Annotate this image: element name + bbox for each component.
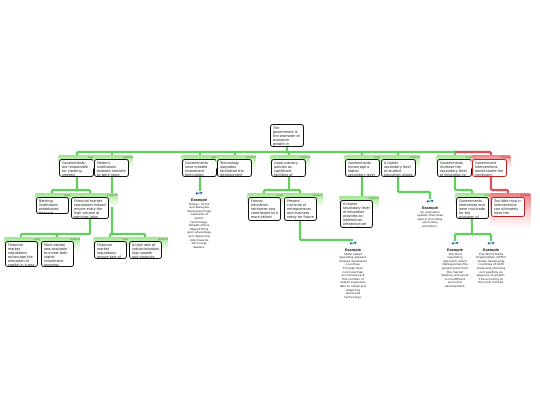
support-tag: support <box>374 156 384 159</box>
claim-text: Modern institutions enabled markets to w… <box>97 161 126 177</box>
claim-interventions[interactable]: Government interventions would tackle th… <box>472 159 507 177</box>
support-tag: support <box>34 238 44 241</box>
claim-industrialization[interactable]: A high rate of industrialization high gr… <box>129 241 162 259</box>
example-icon: ❝❞ <box>349 241 357 249</box>
claim-more-capital[interactable]: More capital was available to invest bot… <box>41 241 74 267</box>
claim-text: Financial market regulations encourage t… <box>8 243 35 267</box>
claim-text: Governments encourage a higher secondary… <box>348 161 375 177</box>
support-tag: support <box>123 238 133 241</box>
example-label: Example <box>482 248 500 252</box>
example-label: Example <box>421 206 439 210</box>
example-technology: ❝❞ Example Taiwan, China and Malaysia de… <box>186 191 212 249</box>
claim-technology-transfer[interactable]: Technology upgrades facilitated the deve… <box>217 159 252 177</box>
example-text: State based spending appears diverse dev… <box>339 251 367 299</box>
claim-text: A higher secondary level of education pr… <box>343 202 370 228</box>
example-label: Example <box>344 248 362 252</box>
claim-formal-education[interactable]: Formal education reinforces and contribu… <box>248 197 281 221</box>
claim-secondary-education[interactable]: Governments encourage a higher secondary… <box>345 159 380 177</box>
claim-intellectual-infrastructure[interactable]: A higher secondary level of education pr… <box>340 200 373 228</box>
claim-industry-policies[interactable]: Good industry policies as significant fa… <box>271 159 306 177</box>
claim-text: A higher secondary level of student educ… <box>384 161 413 177</box>
support-tag: support <box>70 238 80 241</box>
claim-text: Governments are responsible for creating… <box>62 161 88 177</box>
support-tag: support <box>88 156 98 159</box>
claim-text: Formal education reinforces and contribu… <box>251 199 278 221</box>
claim-too-little-trust[interactable]: Too little trust in interventions can ul… <box>491 197 525 217</box>
claim-text: Good industry policies as significant fa… <box>274 161 298 177</box>
claim-higher-secondary[interactable]: A higher secondary level of student educ… <box>381 159 416 177</box>
oppose-tag: oppose <box>520 194 530 197</box>
support-tag: support <box>485 194 495 197</box>
claim-text: Governments intervened and were mid-trad… <box>459 199 486 219</box>
support-tag: support <box>369 197 379 200</box>
claim-text: Banking institutions established financi… <box>39 199 59 214</box>
claim-text: Governments have created investment tech… <box>185 161 208 177</box>
claim-financial-regulations[interactable]: Financial market regulations helped ensu… <box>71 197 109 219</box>
support-tag: support <box>300 156 310 159</box>
claim-technology-upgrades[interactable]: Governments have created investment tech… <box>182 159 217 177</box>
claim-financial-sale[interactable]: Financial market regulations ensure sale… <box>94 241 127 259</box>
example-icon: ❝❞ <box>451 241 459 249</box>
claim-text: Financial market regulations ensure sale… <box>97 243 121 259</box>
example-wto: ❝❞ Example The World Trade Organization … <box>476 241 506 285</box>
claim-text: Government interventions would tackle th… <box>475 161 504 177</box>
claim-intervention-trade[interactable]: Governments intervened and were mid-trad… <box>456 197 489 219</box>
example-regulatory: ❝❞ Example The third regulatory approach… <box>441 241 469 289</box>
claim-capital-allocation[interactable]: Financial market regulations encourage t… <box>5 241 38 267</box>
example-text: An education system that does well in pr… <box>417 209 443 228</box>
example-text: The third regulatory approach which dist… <box>441 251 469 288</box>
claim-modern-institutions[interactable]: Modern institutions enabled markets to w… <box>94 159 129 177</box>
support-tag: support <box>466 156 476 159</box>
claim-text: A high rate of industrialization high gr… <box>132 243 160 259</box>
support-tag: support <box>410 156 420 159</box>
claim-governments-institutions[interactable]: Governments are responsible for creating… <box>59 159 94 177</box>
support-tag: support <box>313 194 323 197</box>
support-tag: support <box>158 238 168 241</box>
example-text: Taiwan, China and Malaysia developed hug… <box>186 201 212 249</box>
example-secondary: ❝❞ Example An education system that does… <box>416 199 444 229</box>
example-icon: ❝❞ <box>195 191 203 199</box>
claim-banking-institutions[interactable]: Banking institutions established financi… <box>36 197 69 214</box>
claim-text: Governments increase the secondary level… <box>440 161 467 177</box>
support-tag: support <box>123 156 133 159</box>
claim-text: More capital was available to invest bot… <box>44 243 68 267</box>
example-text: The World Trade Organization (WTO) shows… <box>476 251 506 285</box>
claim-text: Technology upgrades facilitated the deve… <box>220 161 244 177</box>
support-tag: support <box>64 194 74 197</box>
claim-text: Too little trust in interventions can ul… <box>494 199 522 217</box>
claim-text: Financial market regulations helped ensu… <box>74 199 106 219</box>
root-claim[interactable]: The government is the promoter of econom… <box>270 124 304 147</box>
example-curricula: ❝❞ Example State based spending appears … <box>339 241 367 299</box>
example-label: Example <box>190 198 208 202</box>
example-icon: ❝❞ <box>426 199 434 207</box>
claim-increase-education[interactable]: Governments increase the secondary level… <box>437 159 472 177</box>
example-icon: ❝❞ <box>487 241 495 249</box>
support-tag: support <box>107 194 117 197</box>
oppose-tag: oppose <box>501 156 511 159</box>
root-claim-text: The government is the promoter of econom… <box>273 126 300 146</box>
support-tag: support <box>277 194 287 197</box>
example-label: Example <box>446 248 464 252</box>
support-tag: support <box>211 156 221 159</box>
claim-present-curricula[interactable]: Present curricula of entrepreneurs and b… <box>284 197 317 221</box>
support-tag: support <box>246 156 256 159</box>
claim-text: Present curricula of entrepreneurs and b… <box>287 199 314 221</box>
